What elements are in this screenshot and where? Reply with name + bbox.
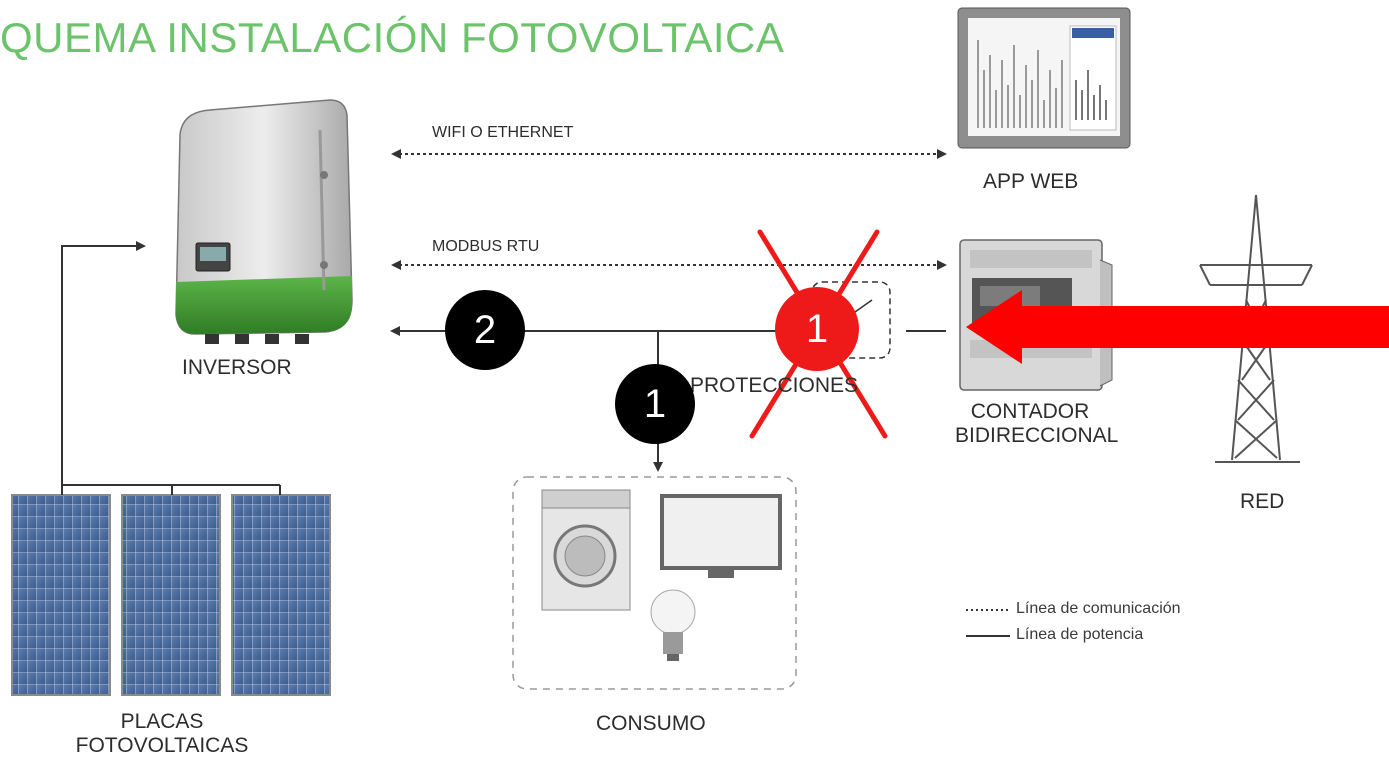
legend-power-label: Línea de potencia bbox=[1016, 626, 1144, 643]
app-web-monitor bbox=[957, 7, 1131, 149]
solar-panels bbox=[11, 494, 331, 696]
page-title: QUEMA INSTALACIÓN FOTOVOLTAICA bbox=[0, 14, 785, 61]
consumption-group bbox=[512, 476, 797, 690]
solar-panels-label-line1: PLACAS bbox=[120, 710, 204, 733]
app-web-label: APP WEB bbox=[983, 170, 1079, 193]
badge-power-line: 2 bbox=[445, 290, 525, 370]
modbus-link-label: MODBUS RTU bbox=[432, 238, 540, 255]
panel-wiring bbox=[61, 241, 281, 495]
badge-consumption: 1 bbox=[615, 364, 695, 444]
grid-label: RED bbox=[1240, 490, 1285, 513]
badge-grid-crossed: 1 bbox=[775, 287, 859, 371]
inverter-label: INVERSOR bbox=[182, 356, 292, 379]
solar-panels-label-line2: FOTOVOLTAICAS bbox=[75, 733, 249, 757]
wifi-link-label: WIFI O ETHERNET bbox=[432, 124, 574, 141]
legend-communication-label: Línea de comunicación bbox=[1016, 600, 1181, 617]
protections-label: PROTECCIONES bbox=[690, 374, 859, 397]
grid-inflow-arrow bbox=[966, 290, 1389, 364]
consumption-label: CONSUMO bbox=[596, 712, 706, 735]
meter-label-line2: BIDIRECCIONAL bbox=[955, 423, 1119, 447]
solar-panels-label: PLACAS FOTOVOLTAICAS bbox=[62, 710, 262, 757]
inverter-illustration bbox=[175, 99, 353, 344]
meter-label-line1: CONTADOR bbox=[970, 400, 1090, 423]
meter-label: CONTADOR BIDIRECCIONAL bbox=[955, 400, 1119, 447]
